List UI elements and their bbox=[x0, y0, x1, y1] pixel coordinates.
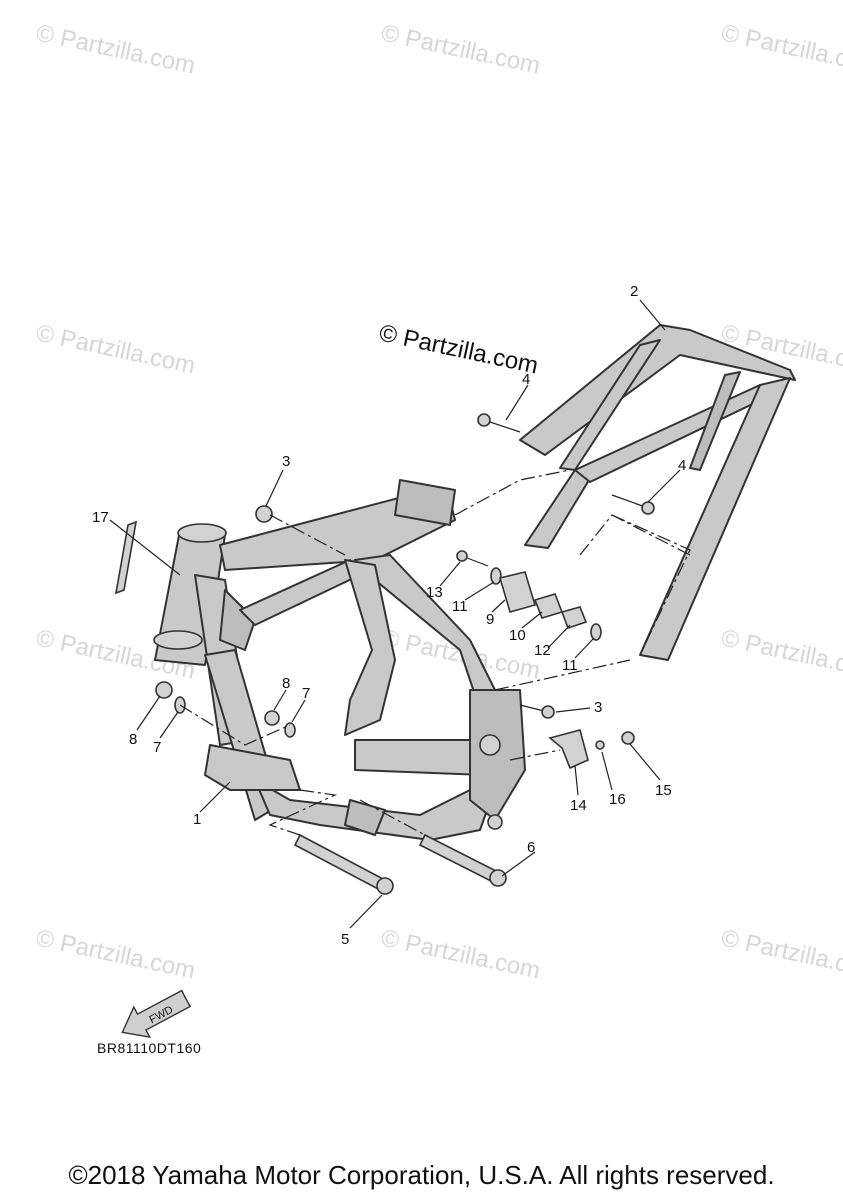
callout-4-top: 4 bbox=[522, 371, 530, 388]
frame-exploded-diagram: © Partzilla.com © Partzilla.com © Partzi… bbox=[34, 19, 843, 1056]
callout-3-right: 3 bbox=[594, 699, 602, 716]
hardware-parts bbox=[114, 413, 655, 895]
watermark: © Partzilla.com bbox=[719, 624, 843, 684]
watermark: © Partzilla.com bbox=[379, 19, 543, 79]
callout-7-left: 7 bbox=[153, 739, 161, 756]
watermark: © Partzilla.com bbox=[34, 19, 198, 79]
diagram-part-code: BR81110DT160 bbox=[97, 1040, 201, 1056]
main-frame bbox=[153, 479, 526, 841]
watermark: © Partzilla.com bbox=[34, 924, 198, 984]
callout-1: 1 bbox=[193, 811, 201, 828]
copyright-notice: ©2018 Yamaha Motor Corporation, U.S.A. A… bbox=[68, 1160, 775, 1190]
leader-lines bbox=[109, 299, 681, 929]
watermark: © Partzilla.com bbox=[719, 19, 843, 79]
fwd-arrow: FWD bbox=[121, 989, 192, 1038]
watermark: © Partzilla.com bbox=[379, 924, 543, 984]
assembly-lines bbox=[179, 469, 691, 836]
callout-4-right: 4 bbox=[678, 457, 686, 474]
callout-labels: 1 2 3 3 4 4 5 6 7 7 8 8 9 10 11 11 12 13… bbox=[92, 283, 686, 948]
callout-8-center: 8 bbox=[282, 675, 290, 692]
callout-14: 14 bbox=[570, 797, 587, 814]
callout-15: 15 bbox=[655, 782, 672, 799]
callout-10: 10 bbox=[509, 627, 526, 644]
callout-2: 2 bbox=[630, 283, 638, 300]
callout-13: 13 bbox=[426, 584, 443, 601]
callout-9: 9 bbox=[486, 611, 494, 628]
callout-6: 6 bbox=[527, 839, 535, 856]
callout-5: 5 bbox=[341, 931, 349, 948]
callout-12: 12 bbox=[534, 642, 551, 659]
callout-3-top: 3 bbox=[282, 453, 290, 470]
subframe bbox=[519, 324, 796, 661]
callout-7-center: 7 bbox=[302, 685, 310, 702]
callout-16: 16 bbox=[609, 791, 626, 808]
callout-11-left: 11 bbox=[452, 598, 468, 615]
watermark-main: © Partzilla.com bbox=[377, 319, 541, 379]
watermark: © Partzilla.com bbox=[719, 924, 843, 984]
callout-8-left: 8 bbox=[129, 731, 137, 748]
watermark: © Partzilla.com bbox=[34, 319, 198, 379]
callout-17: 17 bbox=[92, 509, 109, 526]
callout-11-right: 11 bbox=[562, 657, 578, 674]
